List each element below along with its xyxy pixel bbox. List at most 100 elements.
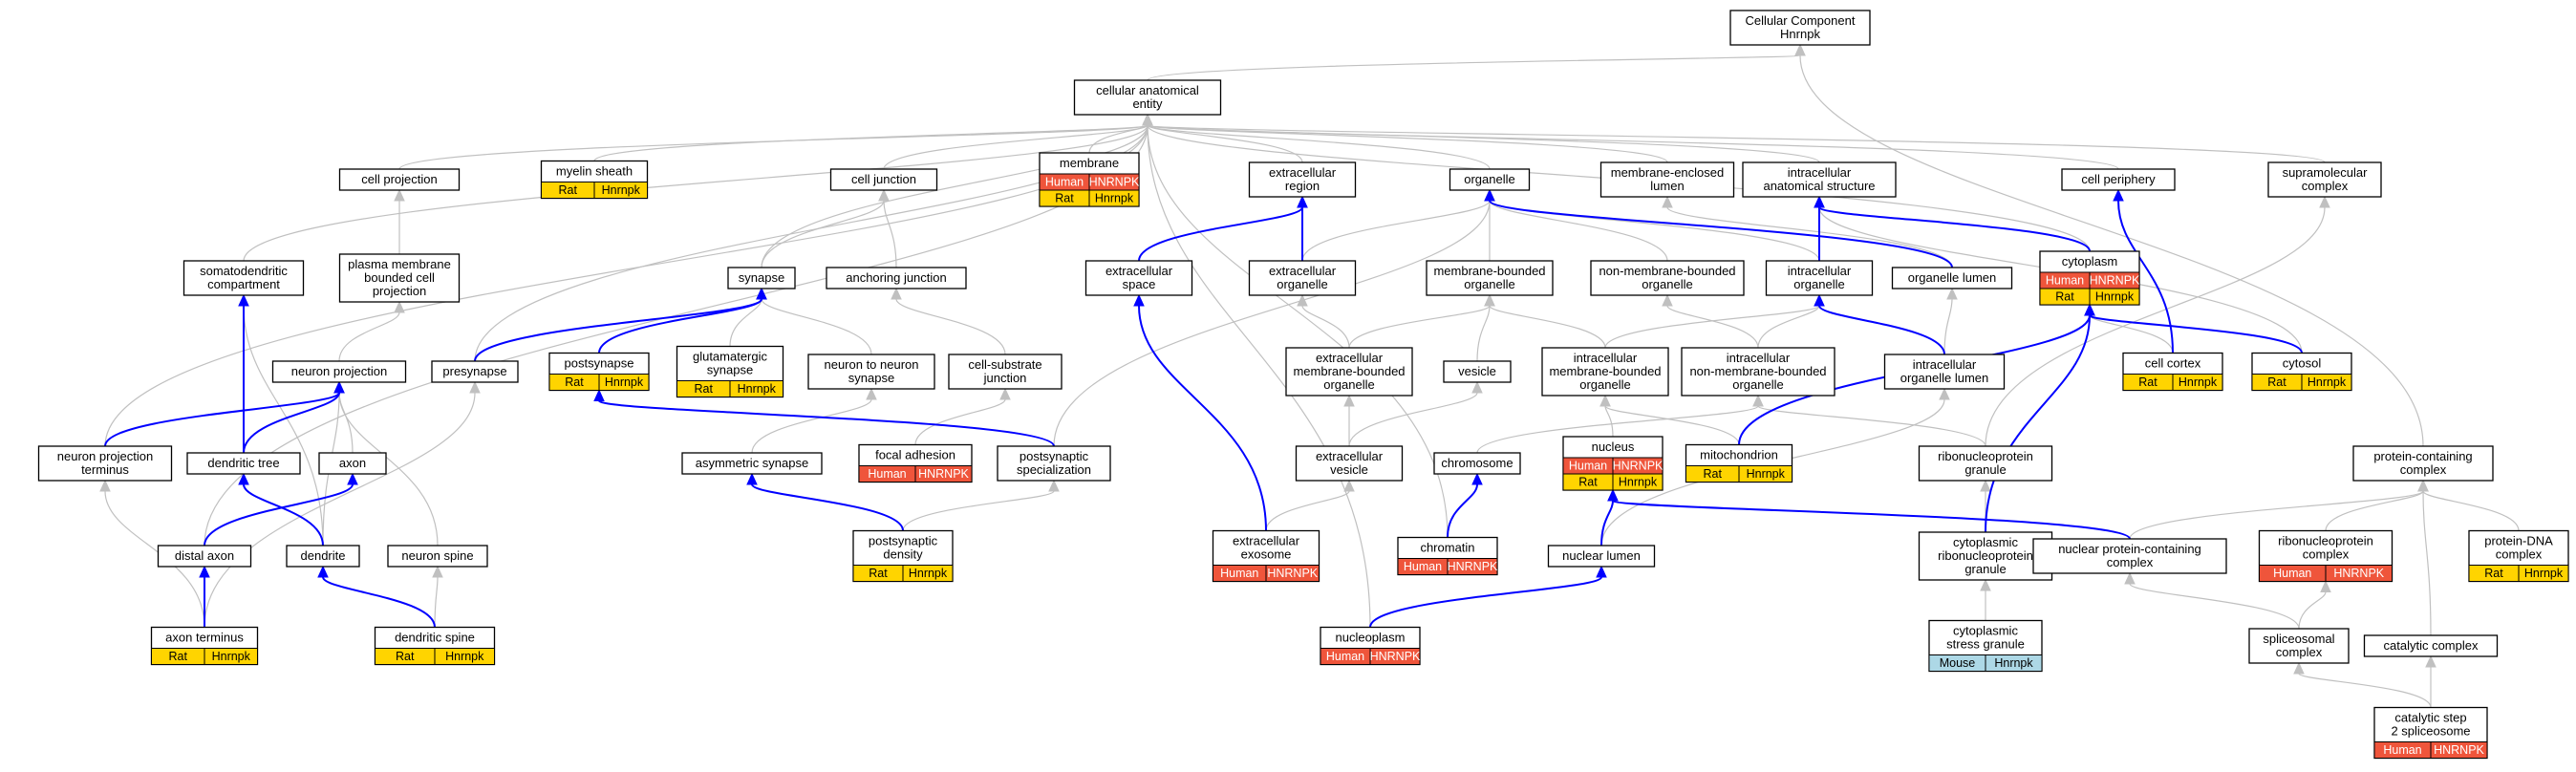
node-label: dendritic tree: [207, 456, 279, 470]
node-label: protein-DNA: [2484, 534, 2553, 548]
node-chromosome[interactable]: chromosome: [1433, 452, 1521, 475]
node-nuclear-lumen[interactable]: nuclear lumen: [1547, 545, 1656, 568]
node-ic-non-membrane-bounded-organelle[interactable]: intracellularnon-membrane-boundedorganel…: [1681, 347, 1835, 397]
node-anchoring-junction[interactable]: anchoring junction: [826, 267, 967, 290]
node-box: [826, 267, 967, 290]
edge-gray: [1604, 405, 1740, 445]
node-dendritic-tree[interactable]: dendritic tree: [186, 452, 301, 475]
node-label: extracellular: [1106, 264, 1173, 278]
node-neuron-spine[interactable]: neuron spine: [387, 545, 488, 568]
gene-cell: [204, 648, 258, 665]
node-box: [1084, 260, 1193, 296]
edge-gray: [1053, 200, 1491, 447]
node-label: chromatin: [1420, 541, 1474, 555]
node-catalytic-complex[interactable]: catalytic complex: [2363, 634, 2499, 657]
node-neuron-projection[interactable]: neuron projection: [271, 360, 407, 383]
node-dendrite[interactable]: dendrite: [286, 545, 360, 568]
edge-gray: [1604, 305, 1820, 349]
gene-cell: [1738, 465, 1792, 482]
node-organelle[interactable]: organelle: [1449, 168, 1531, 191]
node-label: vesicle: [1458, 364, 1496, 378]
edge-gray: [902, 490, 1055, 531]
edge-gray: [1301, 305, 1350, 349]
gene-label: HNRNPK: [2434, 743, 2484, 757]
edge-arrowhead: [2417, 479, 2429, 492]
node-label: glutamatergic: [693, 350, 768, 364]
edge-gray: [1757, 305, 1820, 349]
edge-arrowhead: [1599, 394, 1611, 407]
node-cell-periphery[interactable]: cell periphery: [2061, 168, 2176, 191]
edge-gray: [2422, 490, 2432, 636]
edge-gray: [1348, 305, 1491, 349]
gene-cell: [2518, 565, 2569, 582]
node-label: ribonucleoprotein: [1938, 449, 2033, 463]
edge-gray: [2325, 490, 2424, 531]
node-cell-projection[interactable]: cell projection: [338, 168, 461, 191]
edge-arrowhead: [1946, 287, 1958, 300]
node-box: [1443, 360, 1512, 383]
node-asymmetric-synapse[interactable]: asymmetric synapse: [681, 452, 823, 475]
node-label: dendrite: [301, 548, 346, 563]
edge-blue: [1369, 576, 1602, 628]
node-organelle-lumen[interactable]: organelle lumen: [1891, 267, 2013, 290]
node-axon[interactable]: axon: [318, 452, 387, 475]
node-vesicle[interactable]: vesicle: [1443, 360, 1512, 383]
edge-arrowhead: [1607, 488, 1619, 502]
node-distal-axon[interactable]: distal axon: [157, 545, 252, 568]
edge-arrowhead: [394, 300, 405, 313]
edge-gray: [338, 392, 439, 547]
node-presynapse[interactable]: presynapse: [431, 360, 519, 383]
node-cell-junction[interactable]: cell junction: [829, 168, 938, 191]
node-box: [271, 360, 407, 383]
node-synapse[interactable]: synapse: [727, 267, 796, 290]
node-box: [1891, 267, 2013, 290]
